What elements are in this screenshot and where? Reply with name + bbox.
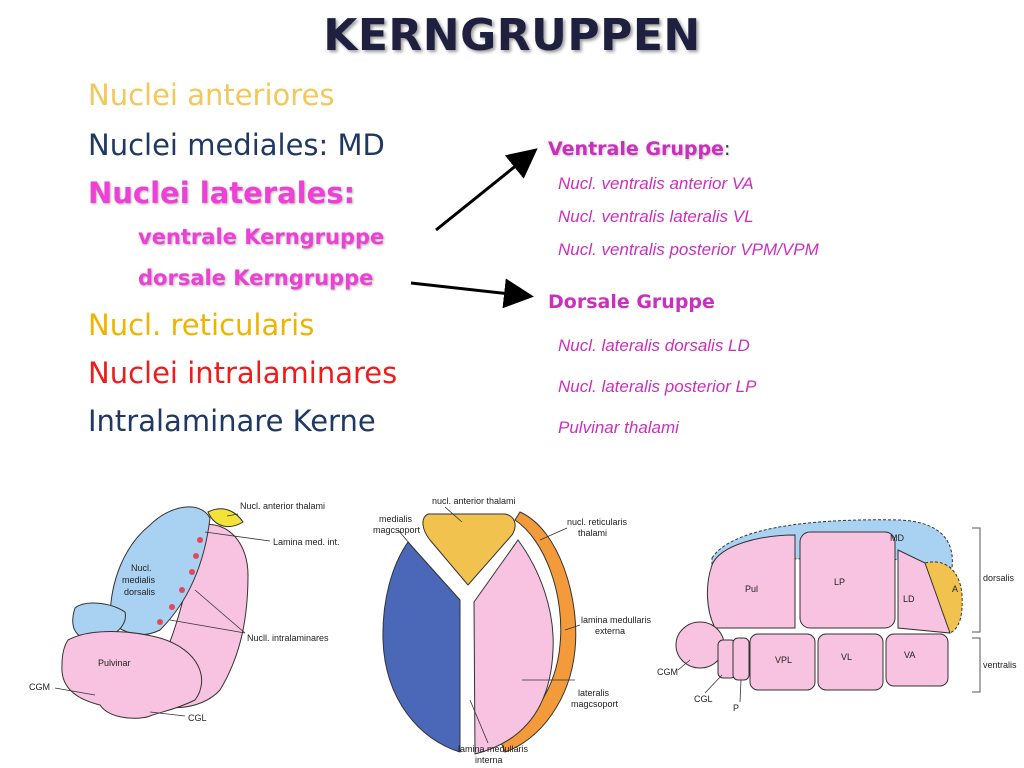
list-item-mediales: Nuclei mediales: MD: [88, 128, 385, 162]
dorsal-item-lp: Nucl. lateralis posterior LP: [558, 377, 757, 396]
label-ld: LD: [903, 594, 915, 604]
dorsal-item-pulvinar: Pulvinar thalami: [558, 418, 679, 437]
intralaminar-dot: [179, 587, 185, 593]
list-item-intralaminares: Nuclei intralaminares: [88, 356, 398, 390]
label-medialis-3: dorsalis: [124, 587, 156, 597]
right-lp-shape: [799, 531, 896, 629]
label-anterior-thalami: Nucl. anterior thalami: [240, 501, 325, 511]
right-vpl-shape: [749, 633, 816, 691]
label-va: VA: [904, 650, 915, 660]
left-thalamus-diagram: Nucl. anterior thalami Lamina med. int. …: [29, 501, 340, 723]
label-ventralis: ventralis: [983, 660, 1017, 670]
label-intralaminares: Nucll. intralaminares: [247, 633, 329, 643]
label-cgm-left: CGM: [29, 682, 50, 692]
dorsal-item-ld: Nucl. lateralis dorsalis LD: [558, 336, 750, 355]
left-anterior-shape: [207, 508, 244, 528]
left-lower-blue-shape: [72, 602, 126, 641]
right-p-shape: [732, 637, 750, 681]
right-va-shape: [885, 633, 949, 687]
label-interna-2: interna: [475, 755, 503, 765]
middle-thalamus-diagram: nucl. anterior thalami medialis magcsopo…: [373, 496, 652, 765]
label-lateralis-1: lateralis: [578, 688, 610, 698]
right-thalamus-diagram: MD Pul LP LD A VPL VL VA CGM CGL P dorsa…: [657, 519, 1017, 713]
page-title: KERNGRUPPEN: [323, 10, 701, 61]
label-pulvinar: Pulvinar: [98, 658, 131, 668]
middle-lateralis-shape: [473, 539, 554, 755]
intralaminar-dot: [189, 569, 195, 575]
label-pul: Pul: [745, 584, 758, 594]
label-vl: VL: [841, 652, 852, 662]
list-item-reticularis: Nucl. reticularis: [88, 308, 315, 342]
label-medialis-1: Nucl.: [131, 563, 152, 573]
intralaminar-dot: [157, 619, 163, 625]
label-medialis-2: medialis: [122, 575, 156, 585]
label-reticularis-2: thalami: [578, 528, 607, 538]
list-item-dorsale: dorsale Kerngruppe: [138, 266, 374, 290]
ventral-item-va: Nucl. ventralis anterior VA: [558, 174, 754, 193]
label-cgm-right: CGM: [657, 667, 678, 677]
list-item-ventrale: ventrale Kerngruppe: [138, 225, 385, 249]
label-lateralis-2: magcsoport: [571, 699, 619, 709]
label-p: P: [733, 703, 739, 713]
intralaminar-dot: [193, 553, 199, 559]
label-externa-1: lamina medullaris: [581, 615, 652, 625]
label-medialis-mid-1: medialis: [379, 514, 413, 524]
right-pul-shape: [706, 534, 796, 629]
ventral-item-vl: Nucl. ventralis lateralis VL: [558, 207, 754, 226]
label-lp: LP: [834, 577, 845, 587]
label-anterior-thalami-mid: nucl. anterior thalami: [432, 496, 516, 506]
label-cgl-right: CGL: [694, 694, 713, 704]
label-a: A: [952, 584, 958, 594]
label-externa-2: externa: [595, 626, 625, 636]
ventral-group-heading: Ventrale Gruppe:: [548, 138, 731, 160]
label-interna-1: lamina medullaris: [458, 744, 529, 754]
label-medialis-mid-2: magcsoport: [373, 525, 421, 535]
right-vl-shape: [817, 633, 884, 691]
intralaminar-dot: [169, 604, 175, 610]
label-reticularis-1: nucl. reticularis: [567, 517, 628, 527]
left-medialis-dorsalis-shape: [109, 506, 211, 635]
arrow-to-dorsal: [410, 278, 534, 309]
list-item-intralaminare-kerne: Intralaminare Kerne: [88, 404, 376, 438]
middle-medialis-shape: [382, 541, 461, 753]
list-item-anteriores: Nuclei anteriores: [88, 78, 335, 112]
label-lamina-med-int: Lamina med. int.: [273, 537, 340, 547]
label-cgl-left: CGL: [188, 713, 207, 723]
ventral-item-vpm: Nucl. ventralis posterior VPM/VPM: [558, 240, 819, 259]
label-vpl: VPL: [775, 655, 792, 665]
label-dorsalis: dorsalis: [983, 573, 1015, 583]
dorsal-group-heading: Dorsale Gruppe: [548, 291, 715, 313]
left-pulvinar-shape: [61, 631, 203, 719]
label-md: MD: [890, 533, 904, 543]
right-cgm-shape: [675, 621, 725, 669]
arrow-to-ventral: [435, 148, 538, 232]
middle-anterior-shape: [422, 513, 516, 586]
list-item-laterales: Nuclei laterales:: [88, 176, 356, 210]
right-ld-shape: [897, 549, 951, 634]
intralaminar-dot: [197, 537, 203, 543]
